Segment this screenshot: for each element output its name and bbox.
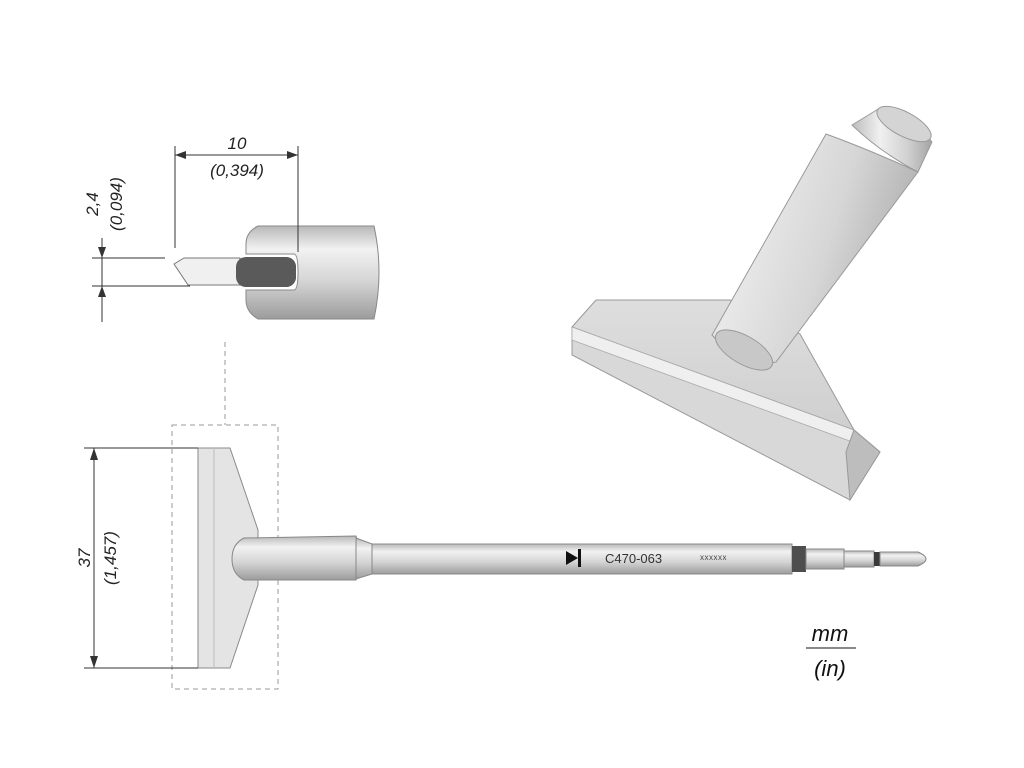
direction-mark-icon — [566, 549, 581, 567]
shaft-3d — [711, 133, 919, 364]
perspective-view — [571, 105, 933, 502]
units-legend: mm (in) — [806, 621, 856, 681]
part-number: C470-063 — [605, 551, 662, 566]
thickness-mm-label: 2,4 — [83, 192, 102, 217]
width-in-label: (0,394) — [210, 161, 264, 180]
end-view — [173, 225, 380, 320]
unit-secondary: (in) — [814, 656, 846, 681]
blade-length-mm-label: 37 — [75, 548, 94, 567]
shaft-band — [792, 546, 806, 572]
width-mm-label: 10 — [228, 134, 247, 153]
blade-length-in-label: (1,457) — [101, 531, 120, 585]
ferrule — [231, 535, 361, 581]
unit-primary: mm — [812, 621, 849, 646]
serial-mark: xxxxxx — [700, 553, 727, 562]
shaft-tip — [879, 551, 927, 567]
dim-blade-length: 37 (1,457) — [75, 447, 198, 669]
end-view-body — [245, 225, 380, 320]
shaft — [371, 543, 793, 575]
dim-thickness: 2,4 (0,094) — [83, 177, 190, 322]
thickness-in-label: (0,094) — [107, 177, 126, 231]
chisel-point — [173, 257, 241, 286]
dim-width: 10 (0,394) — [174, 134, 299, 252]
side-view: C470-063 xxxxxx — [171, 424, 927, 690]
